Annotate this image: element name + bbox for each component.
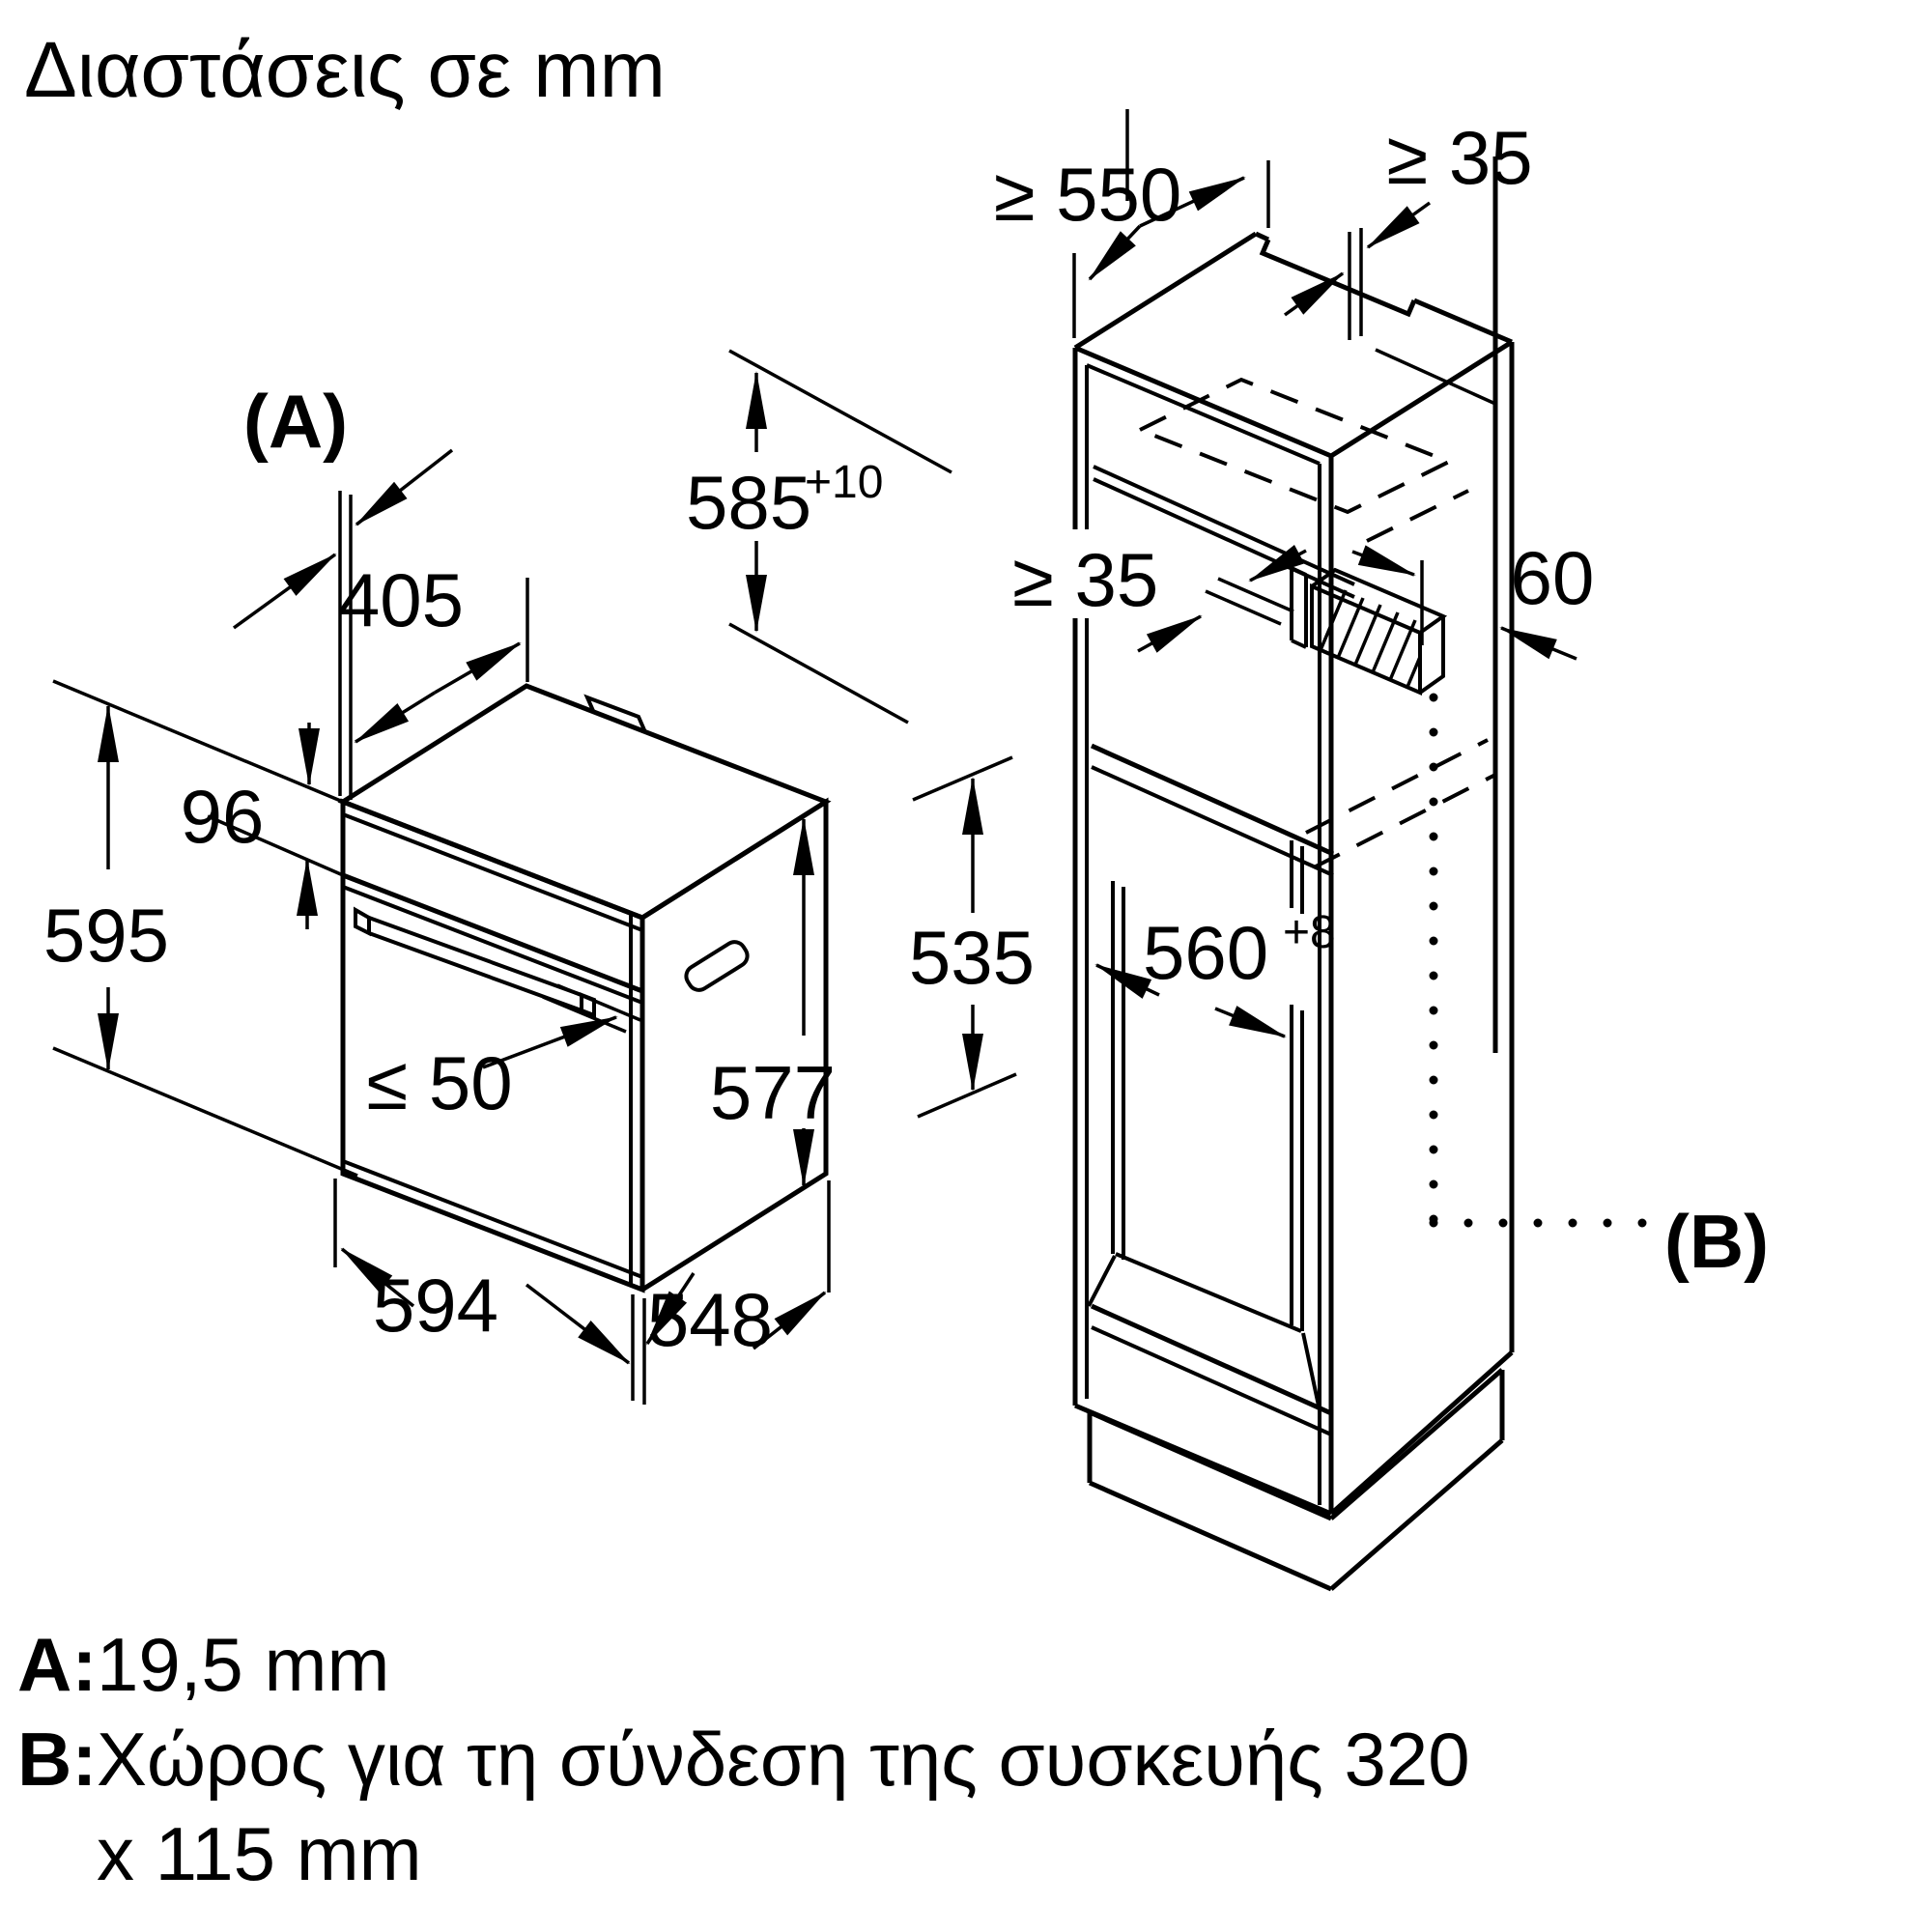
dim-front-overlay xyxy=(232,448,454,800)
oven-rear-tab xyxy=(583,694,647,733)
dim-min-depth xyxy=(1072,109,1270,338)
dim-label-niche-width-tol: +8 xyxy=(1283,907,1336,958)
side-grip-recess xyxy=(684,940,750,992)
dim-label-front-height: 595 xyxy=(43,893,169,978)
lower-compartment-interior xyxy=(1087,840,1333,1436)
legend: A: 19,5 mm B: Χώρος για τη σύνδεση της σ… xyxy=(17,1622,1470,1896)
connection-space-reference xyxy=(1429,693,1649,1228)
dim-shelf-rear-gap xyxy=(1137,544,1307,653)
oven-drawing xyxy=(52,448,1017,1405)
cabinet-side-and-plinth xyxy=(1087,342,1515,1592)
dim-label-top-rear-gap: ≥ 35 xyxy=(1386,115,1532,200)
cabinet-drawing xyxy=(728,109,1649,1592)
dim-panel-height xyxy=(297,723,320,929)
hidden-rear-edges xyxy=(1305,489,1496,869)
duct-hatching xyxy=(1319,589,1422,688)
dim-label-top-depth: 405 xyxy=(338,557,464,642)
dim-label-body-depth: 548 xyxy=(647,1277,773,1362)
dim-top-depth xyxy=(354,578,529,744)
legend-b-label: B: xyxy=(17,1717,97,1802)
dim-top-rear-gap xyxy=(1283,201,1496,406)
dim-niche-height xyxy=(728,349,952,724)
dim-duct-to-wall xyxy=(1351,545,1577,661)
dim-label-panel-height: 96 xyxy=(181,774,265,859)
dim-label-niche-height-tol: +10 xyxy=(805,457,883,508)
dim-side-height xyxy=(912,755,1017,1119)
dim-label-min-depth: ≥ 550 xyxy=(994,152,1182,237)
cable-duct xyxy=(1310,567,1448,696)
page-title: Διαστάσεις σε mm xyxy=(24,26,666,114)
legend-b-value-line1: Χώρος για τη σύνδεση της συσκευής 320 xyxy=(97,1717,1470,1802)
legend-a-label: A: xyxy=(17,1622,97,1707)
legend-b-value-line2: x 115 mm xyxy=(97,1811,422,1896)
hidden-top-cutout xyxy=(1135,377,1454,515)
dim-label-niche-width: 560 xyxy=(1143,910,1268,995)
dim-label-duct-to-wall: 60 xyxy=(1511,535,1595,620)
dim-label-door-protrusion: ≤ 50 xyxy=(366,1040,512,1125)
niche-interior xyxy=(1093,377,1454,599)
dim-label-body-height: 577 xyxy=(710,1050,836,1135)
dim-label-shelf-rear-gap: ≥ 35 xyxy=(1012,537,1158,622)
dim-label-side-height: 535 xyxy=(909,915,1035,1000)
dim-niche-width xyxy=(1094,963,1287,1038)
control-panel-bottom-edge xyxy=(342,872,643,994)
rear-spacer-block xyxy=(1290,566,1308,649)
legend-a-value: 19,5 mm xyxy=(97,1622,389,1707)
dim-label-niche-height: 585 xyxy=(686,460,811,545)
dim-label-front-overlay-ref: (A) xyxy=(243,379,348,464)
dim-label-front-width: 594 xyxy=(373,1263,498,1348)
dim-label-connection-ref: (B) xyxy=(1664,1199,1769,1284)
oven-side-face xyxy=(640,797,829,1293)
dim-body-depth xyxy=(645,1180,831,1350)
dim-door-protrusion xyxy=(482,983,641,1069)
dim-front-width xyxy=(333,1179,646,1405)
